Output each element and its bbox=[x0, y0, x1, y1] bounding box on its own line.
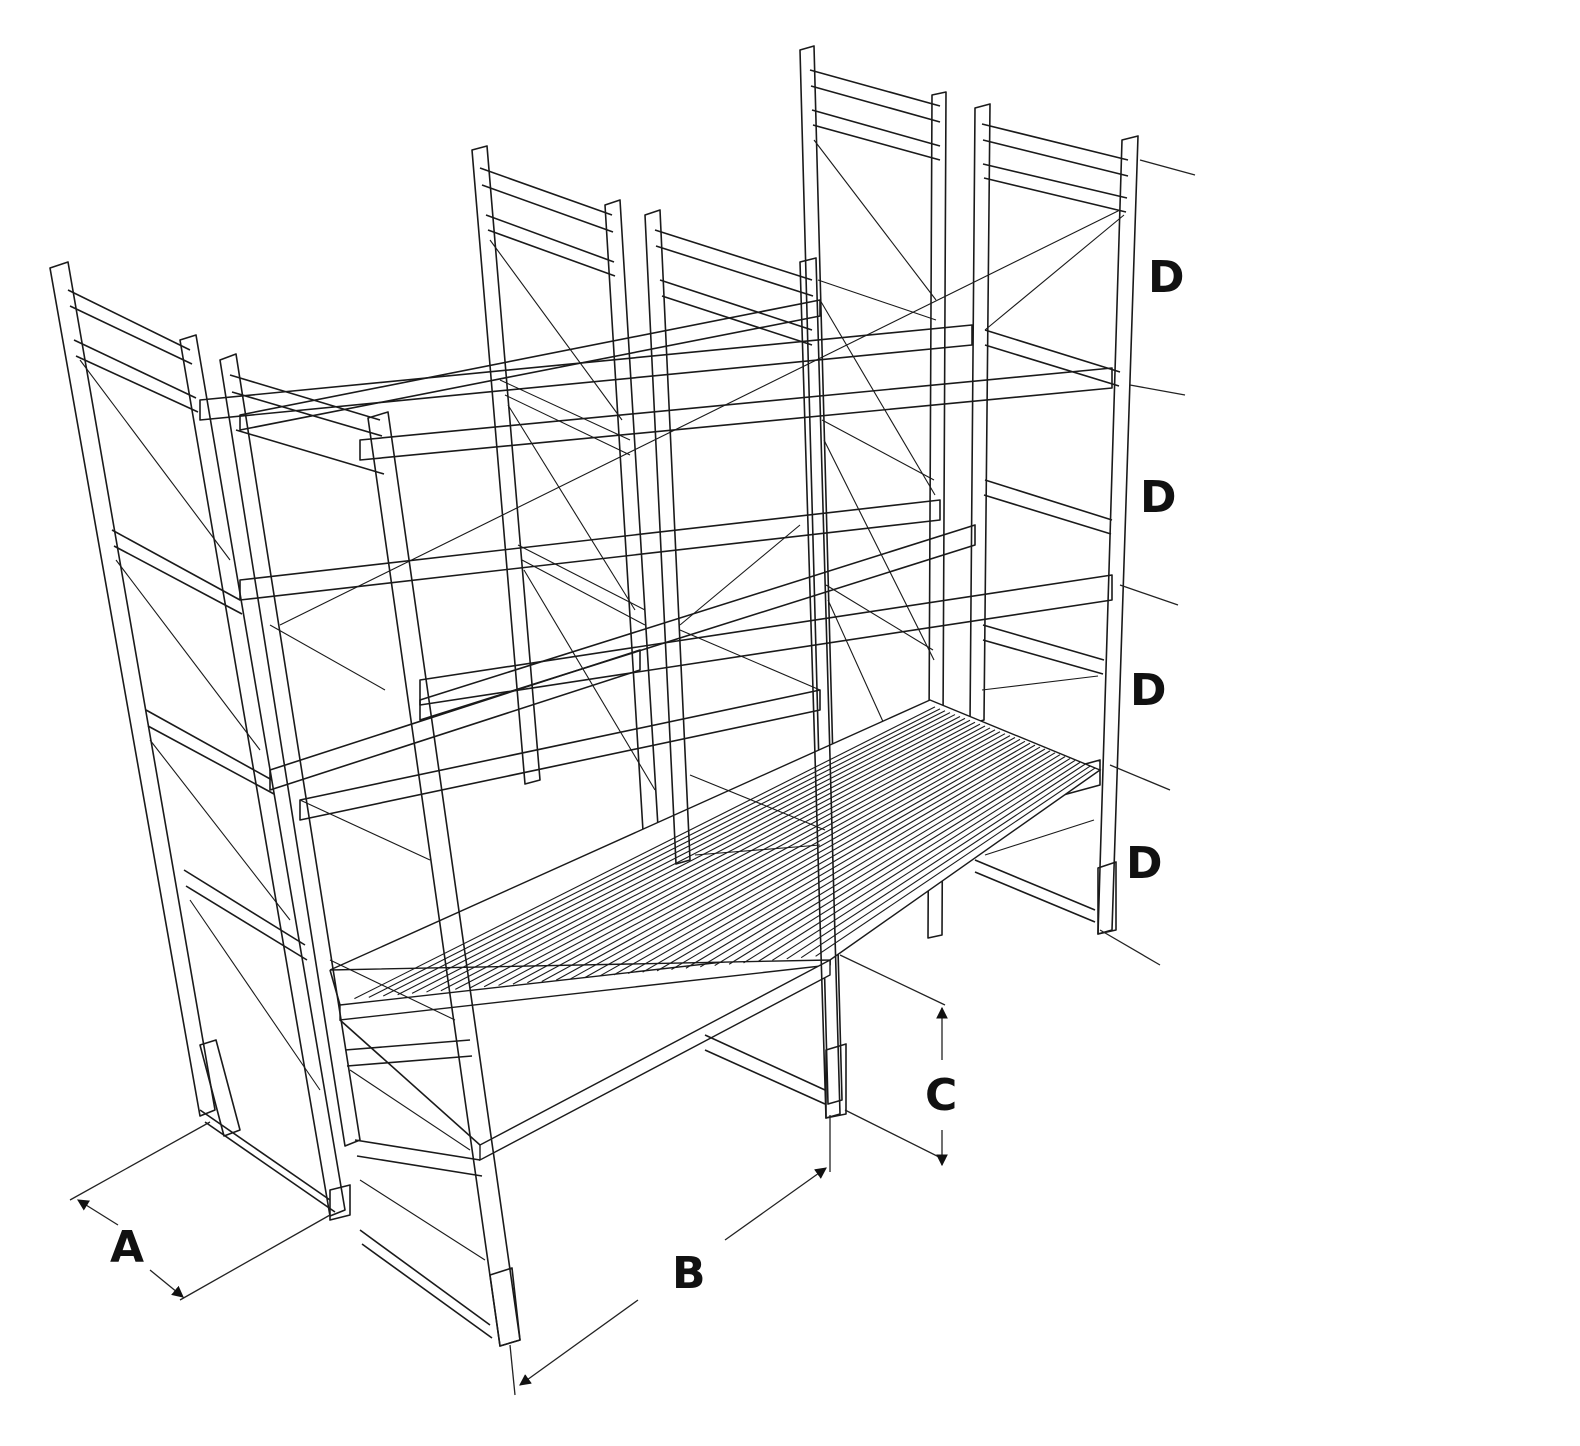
deck-slat bbox=[656, 746, 1041, 972]
deck-slat bbox=[671, 748, 1046, 971]
deck-slat bbox=[714, 754, 1061, 967]
frame-front-mid bbox=[644, 209, 847, 1119]
deck-slat bbox=[815, 767, 1096, 957]
deck-slat bbox=[599, 738, 1021, 977]
deck-slat bbox=[800, 765, 1091, 959]
deck-slat bbox=[541, 731, 1001, 982]
frame-left-2 bbox=[219, 353, 456, 1147]
frame-far-left bbox=[49, 261, 351, 1221]
dimension-label-d-2: D bbox=[1140, 472, 1177, 523]
deck-slat bbox=[570, 735, 1011, 980]
deck-slat bbox=[728, 756, 1066, 965]
deck-slat bbox=[411, 714, 956, 994]
dimension-label-c: C bbox=[925, 1070, 957, 1121]
deck-slat bbox=[642, 744, 1036, 973]
deck-slat bbox=[700, 752, 1056, 968]
deck-slat bbox=[584, 737, 1016, 978]
deck-slat bbox=[685, 750, 1051, 969]
frame-front-center bbox=[344, 411, 521, 1347]
dimension-label-d-3: D bbox=[1130, 665, 1167, 716]
deck-slat bbox=[613, 740, 1026, 976]
deck-slat bbox=[555, 733, 1006, 981]
deck-front bbox=[329, 699, 1102, 1021]
deck-lower-left bbox=[339, 958, 831, 1162]
deck-slat bbox=[426, 715, 961, 993]
deck-slat bbox=[527, 729, 996, 984]
deck-slat bbox=[483, 723, 981, 988]
deck-slat bbox=[469, 721, 976, 989]
dimension-label-d-4: D bbox=[1126, 838, 1163, 889]
deck-slat bbox=[498, 725, 986, 986]
deck-slat bbox=[627, 742, 1031, 975]
deck-slat bbox=[382, 710, 946, 997]
deck-slat bbox=[772, 761, 1081, 961]
dimension-lines bbox=[69, 159, 1196, 1396]
back-frame-middle bbox=[471, 145, 661, 865]
deck-slat bbox=[455, 719, 971, 990]
deck-slat bbox=[354, 706, 936, 1000]
beam-level-4 bbox=[199, 209, 1121, 626]
deck-slat bbox=[786, 763, 1086, 960]
deck-slat bbox=[757, 759, 1076, 963]
deck-slat bbox=[397, 712, 951, 996]
deck-slat bbox=[743, 758, 1071, 964]
deck-slats bbox=[354, 706, 1096, 1000]
dimension-label-b: B bbox=[672, 1248, 706, 1299]
rear-right-upright bbox=[969, 103, 1139, 935]
dimension-label-d-1: D bbox=[1148, 252, 1185, 303]
beam-level-3 bbox=[239, 499, 1113, 721]
deck-slat bbox=[512, 727, 991, 985]
dimension-label-a: A bbox=[110, 1222, 144, 1273]
